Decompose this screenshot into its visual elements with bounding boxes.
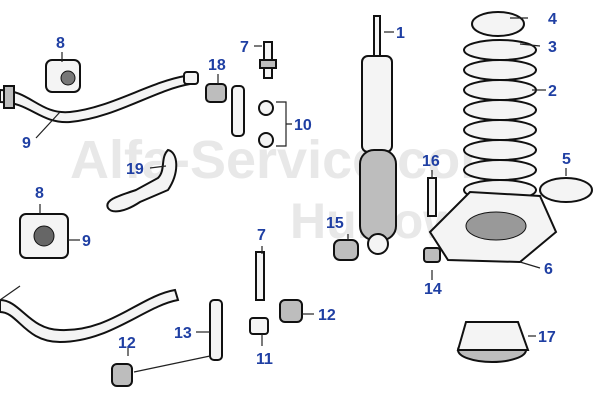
label-8a: 8	[56, 35, 65, 52]
label-12a: 12	[118, 335, 136, 352]
nut-14	[423, 247, 441, 263]
label-7a: 7	[240, 39, 249, 56]
label-9b: 9	[82, 233, 91, 250]
label-19: 19	[126, 161, 144, 178]
bolt-7-top	[259, 41, 277, 79]
ring-5	[539, 177, 593, 203]
label-11: 11	[256, 351, 273, 368]
stabilizer-bar-lower	[0, 213, 180, 344]
label-17: 17	[538, 329, 556, 346]
watermark-line1: Alfa-Service.com	[70, 130, 508, 190]
label-8b: 8	[35, 185, 44, 202]
coil-spring	[463, 11, 537, 201]
mount-17	[456, 321, 530, 363]
bolt-16	[427, 177, 437, 217]
label-13: 13	[174, 325, 192, 342]
label-10: 10	[294, 117, 312, 134]
label-1: 1	[396, 25, 405, 42]
lower-link	[111, 299, 303, 387]
leader-lines	[35, 17, 567, 373]
label-5: 5	[562, 151, 571, 168]
shock-absorber	[359, 15, 397, 255]
label-2: 2	[548, 83, 557, 100]
label-18: 18	[208, 57, 226, 74]
bracket-19	[106, 148, 178, 213]
label-15: 15	[326, 215, 344, 232]
label-14: 14	[424, 281, 442, 298]
label-4: 4	[548, 11, 557, 28]
stabilizer-bar-upper	[0, 59, 199, 124]
link-18-10	[205, 83, 274, 148]
label-3: 3	[548, 39, 557, 56]
label-16: 16	[422, 153, 440, 170]
label-6: 6	[544, 261, 553, 278]
bushing-15	[333, 239, 359, 261]
spring-plate-6	[428, 190, 558, 264]
label-7b: 7	[257, 227, 266, 244]
bolt-7-lower	[255, 251, 265, 301]
callout-labels: 1 2 3 4 5 6 7 7 8 8 9 9 10 11 12 12 13 1…	[22, 11, 571, 368]
label-9a: 9	[22, 135, 31, 152]
label-12b: 12	[318, 307, 336, 324]
